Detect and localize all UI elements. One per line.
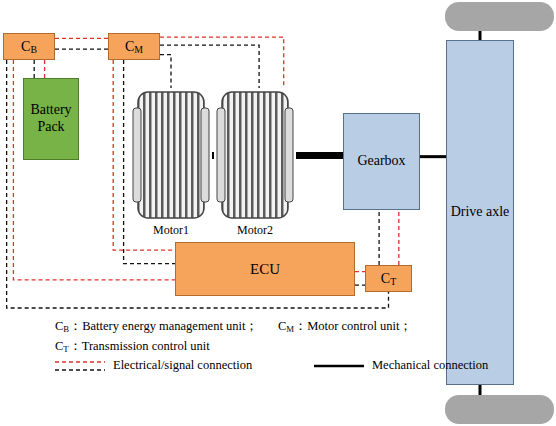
- motor-drawing: [214, 88, 296, 222]
- connector-line: [355, 271, 365, 272]
- motor: Motor1: [130, 88, 212, 238]
- mechanical-connection: [212, 155, 214, 156]
- drive-axle-box: Drive axle: [446, 40, 514, 385]
- node-label: Motor2: [235, 223, 275, 238]
- signal-connection: [160, 55, 171, 88]
- connector-line: [44, 60, 45, 78]
- connector-line: [160, 45, 259, 88]
- node-label: Motor1: [151, 223, 191, 238]
- motor-end-cap: [285, 108, 293, 202]
- node-label: Battery Pack: [24, 102, 78, 136]
- control-unit-box: CM: [108, 33, 160, 60]
- signal-connection: [379, 210, 399, 265]
- legend-text: Mechanical connection: [372, 358, 488, 373]
- abbreviation-note: CB：Battery energy management unit；: [55, 318, 258, 335]
- motor-housing: [222, 92, 288, 218]
- signal-connection: [355, 272, 365, 286]
- legend-sample: [314, 366, 364, 367]
- node-label: CM: [123, 39, 145, 55]
- ecu-box: ECU: [175, 242, 355, 296]
- connector-line: [212, 152, 214, 159]
- connector-line: [398, 210, 399, 265]
- mechanical-connection: [420, 156, 446, 157]
- legend-text: Electrical/signal connection: [113, 358, 252, 373]
- motor-housing: [138, 92, 204, 218]
- control-unit-box: CB: [3, 33, 55, 60]
- signal-connection: [7, 60, 389, 308]
- legend-sample: [55, 362, 105, 370]
- connector-line: [160, 37, 284, 88]
- wheel: [445, 395, 554, 424]
- node-label: CB: [19, 39, 39, 55]
- connector-line: [378, 210, 379, 265]
- battery-box: Battery Pack: [23, 78, 79, 160]
- motor-end-cap: [217, 108, 225, 202]
- signal-connection: [34, 60, 44, 78]
- connector-line: [55, 38, 108, 39]
- abbreviation-note: CM：Motor control unit；: [278, 318, 412, 335]
- node-label: ECU: [248, 261, 282, 278]
- abbreviation-note: CT：Transmission control unit: [55, 338, 210, 355]
- wheel: [445, 2, 554, 31]
- motor-end-cap: [133, 108, 141, 202]
- control-unit-box: CT: [365, 265, 412, 292]
- connector-line: [55, 49, 108, 50]
- gearbox-box: Gearbox: [343, 113, 420, 210]
- node-label: CT: [379, 271, 398, 287]
- mechanical-connection: [296, 155, 343, 156]
- motor-end-cap: [201, 108, 209, 202]
- motor-drawing: [130, 88, 212, 222]
- axle-shaft: [479, 385, 482, 395]
- connector-line: [355, 285, 365, 286]
- node-label: Drive axle: [449, 204, 512, 221]
- axle-shaft: [479, 31, 482, 40]
- motor: Motor2: [214, 88, 296, 238]
- node-label: Gearbox: [355, 153, 407, 170]
- connector-line: [34, 60, 35, 78]
- connector-line: [420, 155, 446, 158]
- signal-connection: [55, 38, 108, 49]
- connector-line: [7, 60, 389, 308]
- connector-line: [296, 152, 343, 159]
- connector-line: [160, 55, 171, 88]
- signal-connection: [160, 37, 284, 88]
